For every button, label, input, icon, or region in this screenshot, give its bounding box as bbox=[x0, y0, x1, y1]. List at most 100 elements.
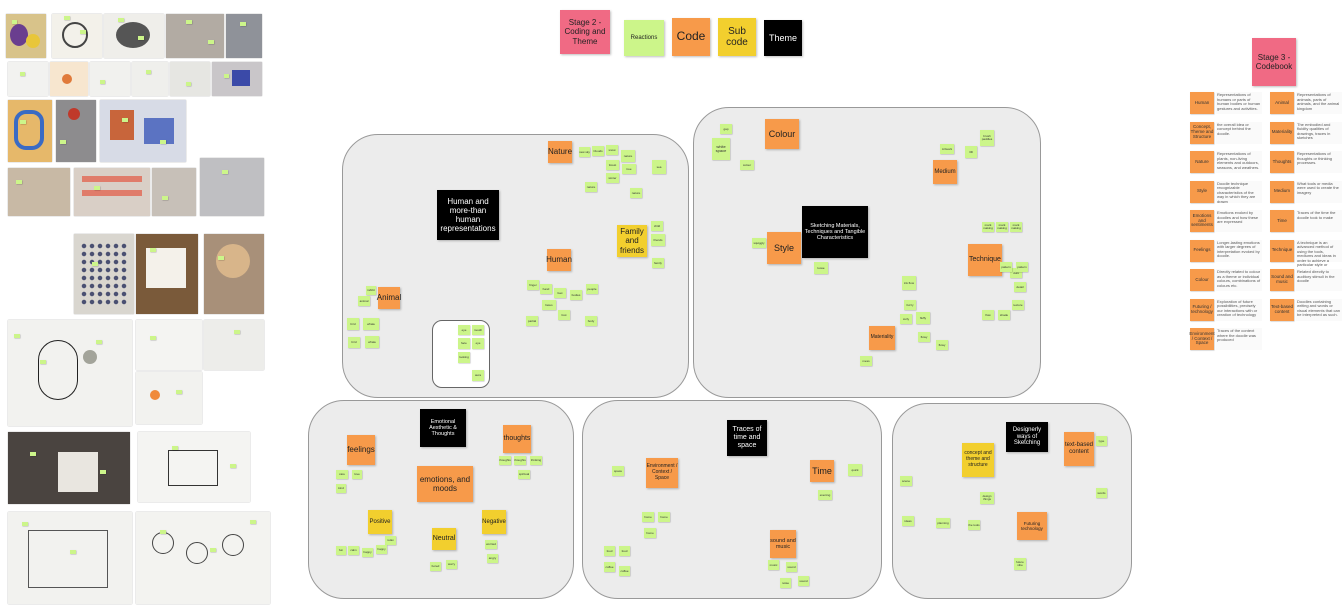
reaction-note[interactable]: mark making bbox=[996, 222, 1008, 232]
reactions-legend[interactable]: Reactions bbox=[624, 20, 664, 56]
reaction-note[interactable]: sound bbox=[786, 562, 797, 572]
reaction-note[interactable]: bird bbox=[348, 337, 360, 348]
code-colour[interactable]: Colour bbox=[765, 119, 799, 149]
reaction-note[interactable]: coffee bbox=[604, 562, 615, 572]
code-feelings[interactable]: feelings bbox=[347, 435, 375, 465]
codebook-code[interactable]: Sound and music bbox=[1270, 269, 1294, 291]
reaction-note[interactable]: kind bbox=[336, 484, 346, 493]
reaction-note[interactable]: words bbox=[1096, 488, 1107, 498]
code-technique[interactable]: Technique bbox=[968, 244, 1002, 276]
reaction-note[interactable]: eye bbox=[458, 325, 470, 335]
reaction-note[interactable]: Artwork bbox=[940, 144, 954, 154]
reaction-note[interactable]: spiritual bbox=[518, 470, 530, 479]
theme-human[interactable]: Human and more-than human representation… bbox=[437, 190, 499, 240]
reaction-note[interactable]: type bbox=[1096, 436, 1107, 446]
reaction-note[interactable]: music bbox=[768, 560, 779, 570]
reaction-note[interactable]: the tools bbox=[968, 520, 980, 530]
reaction-note[interactable]: foot bbox=[558, 310, 570, 320]
reaction-note[interactable]: family bbox=[652, 258, 664, 268]
code-futuring[interactable]: Futuring technology bbox=[1017, 512, 1047, 540]
reaction-note[interactable]: design things bbox=[980, 492, 994, 504]
code-human[interactable]: Human bbox=[546, 249, 572, 271]
reaction-note[interactable]: bored bbox=[430, 562, 441, 571]
reaction-note[interactable]: care bbox=[336, 470, 348, 479]
reaction-note[interactable]: food bbox=[619, 546, 630, 556]
reaction-note[interactable]: fun bbox=[336, 546, 346, 555]
reaction-note[interactable]: bodies bbox=[570, 290, 582, 300]
subcode-positive[interactable]: Positive bbox=[368, 510, 392, 534]
code-emotions[interactable]: emotions, and moods bbox=[417, 466, 473, 502]
codebook-code[interactable]: Colour bbox=[1190, 269, 1214, 291]
code-medium[interactable]: Medium bbox=[933, 160, 957, 184]
reaction-note[interactable]: detail bbox=[1014, 282, 1026, 292]
reaction-note[interactable]: nature bbox=[630, 188, 642, 198]
reaction-note[interactable]: planning bbox=[936, 518, 950, 528]
reaction-note[interactable]: love bbox=[352, 470, 362, 479]
reaction-note[interactable]: flowy bbox=[918, 332, 930, 342]
reaction-note[interactable]: evening bbox=[818, 490, 832, 500]
reaction-note[interactable]: Clouds bbox=[592, 146, 604, 156]
reaction-note[interactable]: looking bbox=[458, 352, 470, 363]
codebook-code[interactable]: Text-based content bbox=[1270, 298, 1294, 321]
reaction-note[interactable]: worried bbox=[485, 540, 497, 549]
reaction-note[interactable]: loose bbox=[814, 262, 828, 274]
reaction-note[interactable]: body bbox=[585, 316, 597, 326]
reaction-note[interactable]: animal bbox=[358, 296, 370, 306]
reaction-note[interactable]: future vibe bbox=[1014, 558, 1026, 570]
reaction-note[interactable]: nature bbox=[621, 150, 635, 162]
codebook-code[interactable]: Feelings bbox=[1190, 239, 1214, 262]
reaction-note[interactable]: ink flow bbox=[902, 276, 916, 290]
reaction-note[interactable]: forest bbox=[606, 160, 619, 170]
reaction-note[interactable]: finger bbox=[527, 280, 539, 290]
reaction-note[interactable]: whale bbox=[363, 318, 379, 330]
reaction-note[interactable]: tree bbox=[622, 164, 636, 174]
code-materiality[interactable]: Materiality bbox=[869, 326, 895, 350]
reaction-note[interactable]: face bbox=[458, 338, 470, 349]
reaction-note[interactable]: whale bbox=[365, 336, 379, 348]
reaction-note[interactable]: bird bbox=[347, 318, 359, 330]
reaction-note[interactable]: friends bbox=[651, 234, 665, 246]
reaction-note[interactable]: white space bbox=[712, 138, 730, 160]
reaction-note[interactable]: worry bbox=[446, 560, 457, 569]
theme-sketching[interactable]: Sketching Materials, Techniques and Tang… bbox=[802, 206, 868, 258]
reaction-note[interactable]: flow bbox=[982, 310, 994, 320]
stage3-title[interactable]: Stage 3 - Codebook bbox=[1252, 38, 1296, 86]
subcode-neutral[interactable]: Neutral bbox=[432, 528, 456, 550]
reaction-note[interactable]: faces bbox=[542, 300, 556, 310]
codebook-code[interactable]: Human bbox=[1190, 92, 1214, 114]
reaction-note[interactable]: nature bbox=[585, 182, 597, 192]
reaction-note[interactable]: sound bbox=[798, 576, 809, 586]
codebook-code[interactable]: Emotions and sentiments bbox=[1190, 210, 1214, 232]
reaction-note[interactable]: home bbox=[644, 528, 656, 538]
stage2-note[interactable]: Stage 2 - Coding and Theme bbox=[560, 10, 610, 54]
reaction-note[interactable]: colour bbox=[740, 160, 754, 170]
codebook-code[interactable]: Time bbox=[1270, 210, 1294, 232]
reaction-note[interactable]: thoughts bbox=[514, 456, 526, 465]
reaction-note[interactable]: pattern bbox=[1016, 262, 1028, 272]
theme-emotional[interactable]: Emotional Aesthetic & Thoughts bbox=[420, 409, 466, 447]
codebook-code[interactable]: Environment / Context / Space bbox=[1189, 328, 1215, 350]
reaction-note[interactable]: brush paddles bbox=[980, 130, 994, 146]
reaction-note[interactable]: mark making bbox=[1010, 222, 1022, 232]
code-nature[interactable]: Nature bbox=[548, 141, 572, 163]
theme-legend[interactable]: Theme bbox=[764, 20, 802, 56]
reaction-note[interactable]: coffee bbox=[619, 566, 630, 576]
code-time[interactable]: Time bbox=[810, 460, 834, 482]
reaction-note[interactable]: sea bbox=[652, 160, 666, 174]
reaction-note[interactable]: eye bbox=[472, 338, 484, 349]
reaction-note[interactable]: scene bbox=[900, 476, 912, 486]
code-thoughts[interactable]: thoughts bbox=[503, 425, 531, 453]
reaction-note[interactable]: new sky bbox=[579, 147, 590, 157]
reaction-note[interactable]: home bbox=[642, 512, 654, 522]
reaction-note[interactable]: squiggly bbox=[752, 238, 766, 248]
reaction-note[interactable]: happy bbox=[376, 545, 387, 554]
codebook-code[interactable]: Thoughts bbox=[1270, 151, 1294, 173]
reaction-note[interactable]: fluffy bbox=[916, 312, 930, 324]
codebook-code[interactable]: Style bbox=[1190, 180, 1214, 203]
reaction-note[interactable]: quick bbox=[848, 464, 862, 476]
code-style[interactable]: Style bbox=[767, 232, 801, 264]
reaction-note[interactable]: space bbox=[612, 466, 624, 476]
reaction-note[interactable]: child bbox=[651, 221, 663, 231]
reaction-note[interactable]: happy bbox=[362, 548, 373, 557]
reaction-note[interactable]: calm bbox=[348, 546, 359, 555]
